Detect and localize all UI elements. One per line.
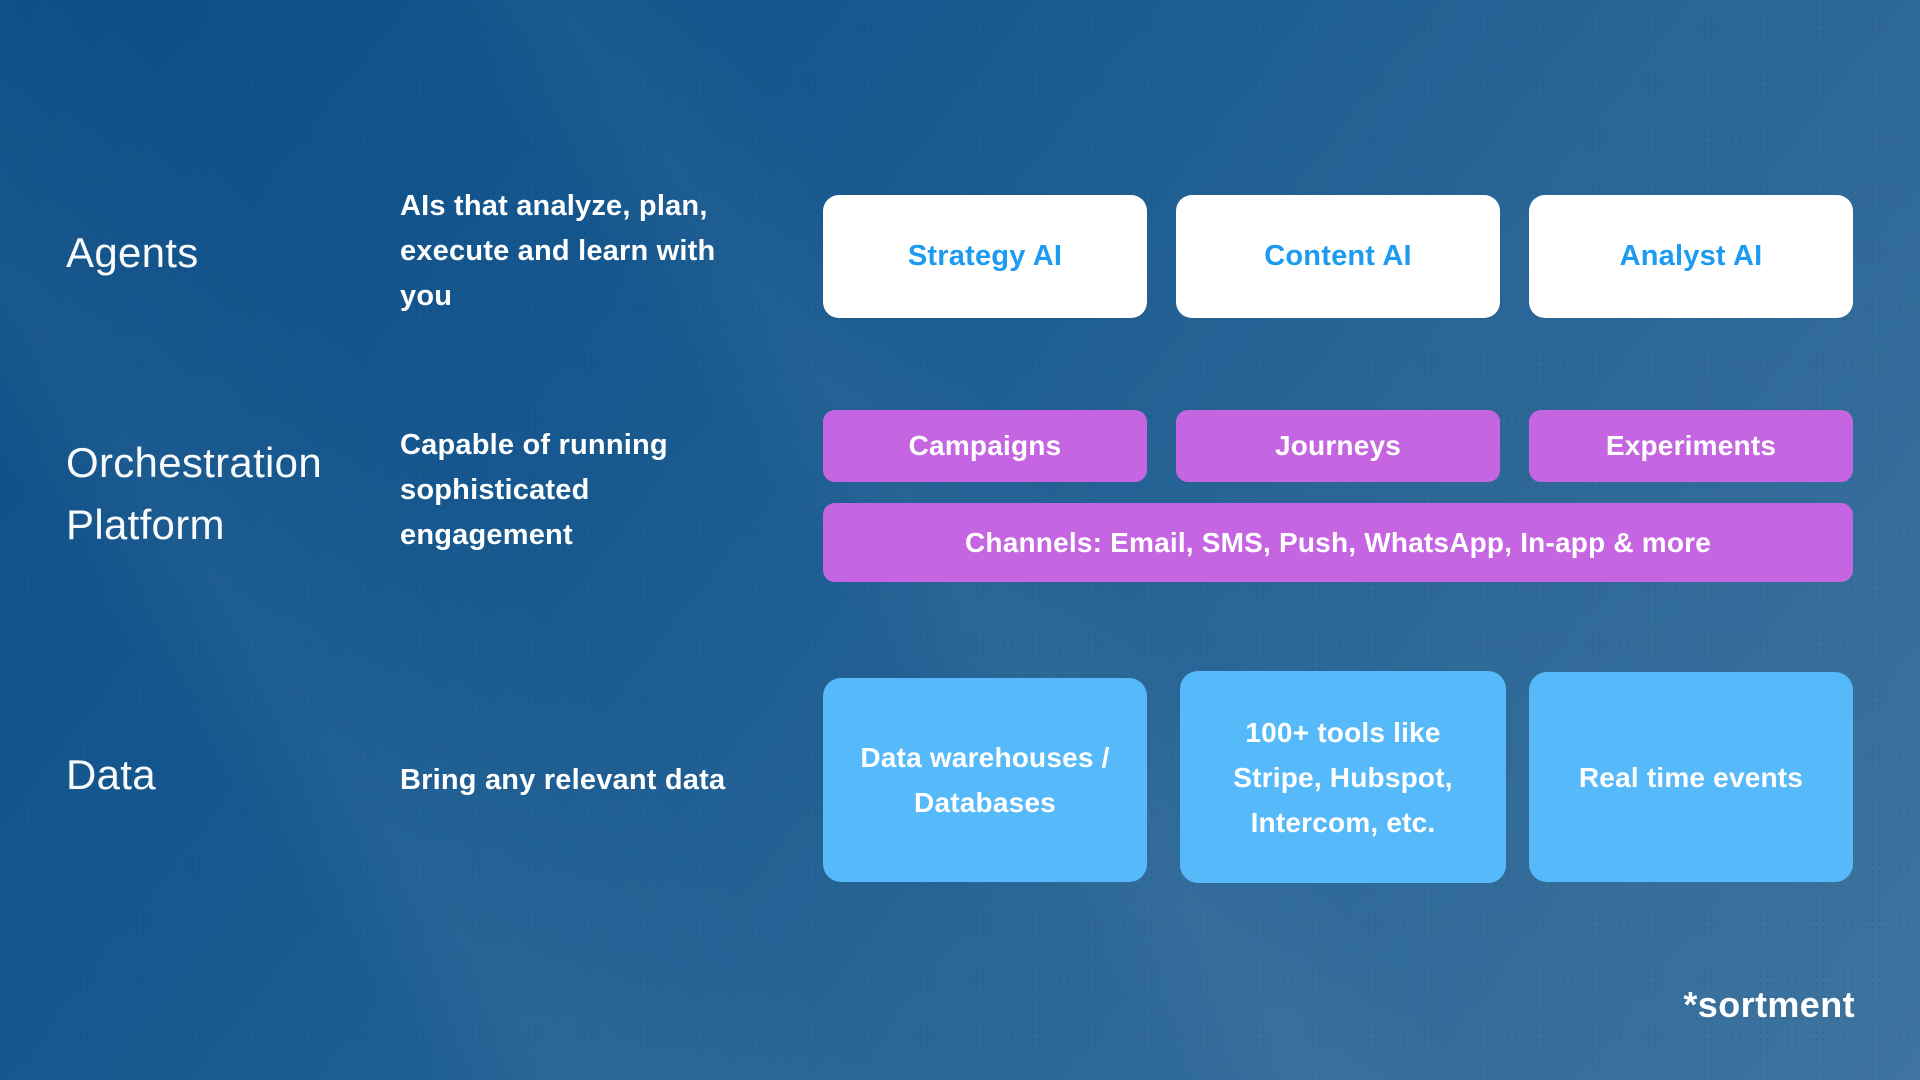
card-100-plus-tools: 100+ tools like Stripe, Hubspot, Interco… — [1180, 671, 1506, 883]
card-data-warehouses-label: Data warehouses / Databases — [860, 742, 1110, 818]
card-strategy-ai-label: Strategy AI — [907, 240, 1063, 272]
row-description-data: Bring any relevant data — [400, 764, 726, 796]
card-experiments: Experiments — [1529, 410, 1853, 482]
banner-channels-label: Channels: Email, SMS, Push, WhatsApp, In… — [964, 526, 1712, 558]
card-strategy-ai: Strategy AI — [823, 195, 1147, 318]
row-label-data: Data — [66, 751, 156, 798]
row-label-agents: Agents — [66, 229, 199, 276]
card-journeys-label: Journeys — [1274, 430, 1402, 461]
card-content-ai: Content AI — [1176, 195, 1500, 318]
card-100-plus-tools-label: 100+ tools like Stripe, Hubspot, Interco… — [1233, 716, 1453, 838]
card-journeys: Journeys — [1176, 410, 1500, 482]
row-description-agents: AIs that analyze, plan, execute and lear… — [400, 190, 716, 312]
card-data-warehouses: Data warehouses / Databases — [823, 678, 1147, 882]
card-real-time-events: Real time events — [1529, 672, 1853, 882]
brand-logo: *sortment — [1683, 984, 1855, 1025]
card-real-time-events-label: Real time events — [1578, 761, 1804, 793]
card-analyst-ai: Analyst AI — [1529, 195, 1853, 318]
banner-channels: Channels: Email, SMS, Push, WhatsApp, In… — [823, 503, 1853, 582]
card-content-ai-label: Content AI — [1264, 240, 1412, 272]
card-campaigns: Campaigns — [823, 410, 1147, 482]
card-campaigns-label: Campaigns — [908, 430, 1062, 461]
row-label-orchestration-platform: Orchestration Platform — [66, 439, 323, 548]
card-experiments-label: Experiments — [1605, 430, 1777, 461]
row-description-orchestration-platform: Capable of running sophisticated engagem… — [400, 429, 668, 551]
card-analyst-ai-label: Analyst AI — [1619, 240, 1763, 272]
